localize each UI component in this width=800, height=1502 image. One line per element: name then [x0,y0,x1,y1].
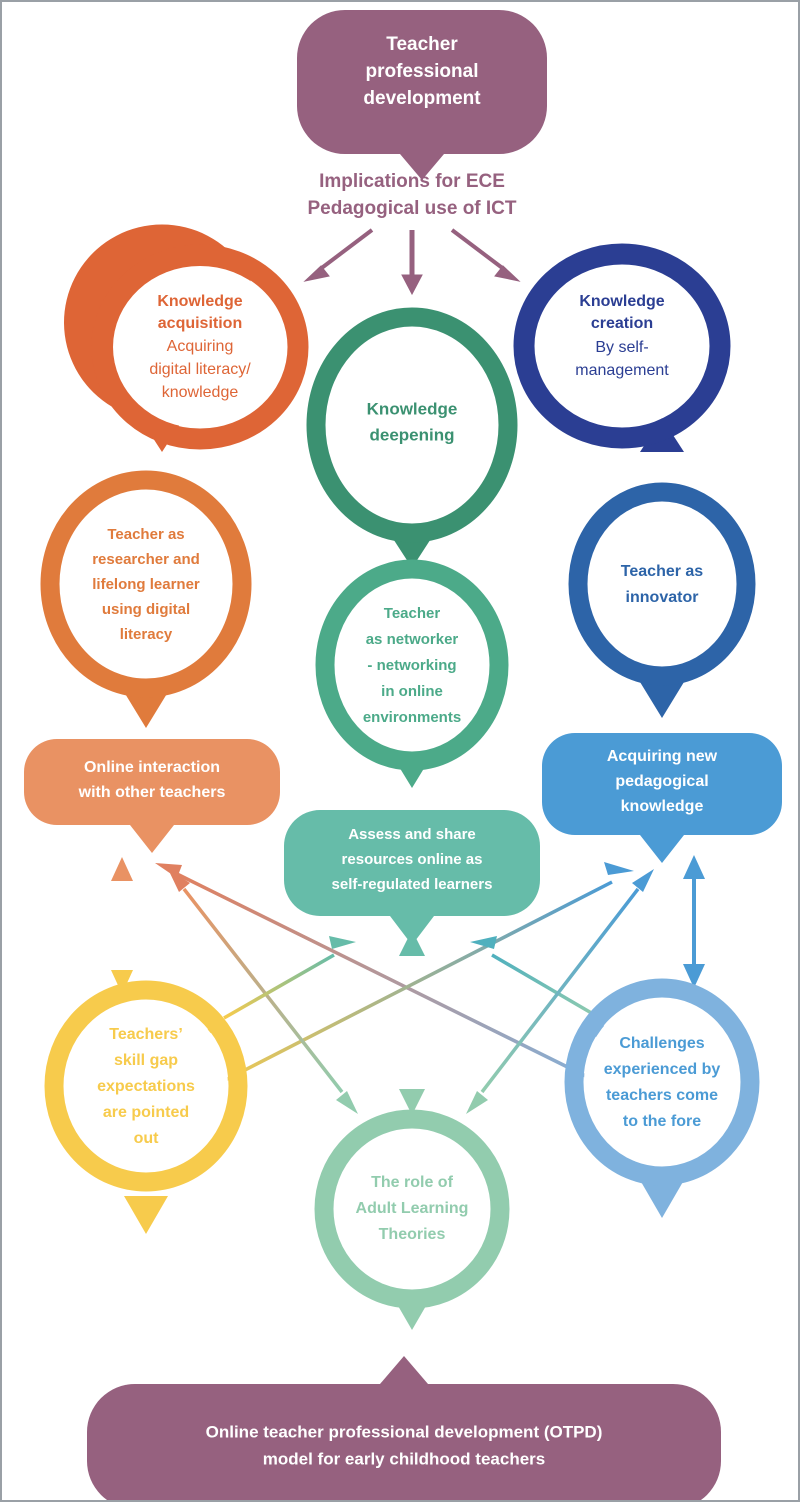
as-line-1: Assess and share [348,826,476,843]
node-teacher-as-networker[interactable]: Teacher as networker - networking in onl… [315,559,509,788]
node-teachers-skill-gap[interactable]: Teachers’ skill gap expectations are poi… [44,980,248,1234]
sg-line-2: skill gap [114,1052,178,1069]
arrow-acquiring-adultlearning [466,869,654,1114]
subtitle-implications-for-ece: Implications for ECE Pedagogical use of … [307,171,516,219]
top-line-2: professional [366,61,479,82]
arrow-online-interaction-skillgap [111,857,133,994]
arrow-acquiring-challenges [683,855,705,988]
banner-line-1: Online teacher professional development … [206,1422,603,1441]
top-line-1: Teacher [386,34,458,55]
ch-line-4: to the fore [623,1113,701,1130]
ka-bold-1: Knowledge [157,293,242,310]
sg-line-5: out [134,1130,160,1147]
node-online-interaction[interactable]: Online interaction with other teachers [24,739,280,853]
oi-line-1: Online interaction [84,759,220,776]
tr-line-2: researcher and [92,551,200,568]
kd-bold-1: Knowledge [367,399,458,418]
al-line-2: Adult Learning [356,1200,469,1217]
node-knowledge-acquisition[interactable]: Knowledge acquisition Acquiring digital … [63,224,309,452]
sg-line-3: expectations [97,1078,195,1095]
node-teacher-as-researcher[interactable]: Teacher as researcher and lifelong learn… [40,470,252,728]
sg-line-4: are pointed [103,1104,189,1121]
tn-line-5: environments [363,709,461,726]
node-teacher-professional-development[interactable]: Teacher professional development [297,10,547,180]
tn-line-2: as networker [366,631,459,648]
ka-bold-2: acquisition [158,315,242,332]
tn-line-1: Teacher [384,605,441,622]
mauve-spread-arrows [303,228,521,296]
ka-reg-1: Acquiring [167,338,234,355]
node-teacher-as-innovator[interactable]: Teacher as innovator [568,482,756,718]
oi-line-2: with other teachers [78,784,226,801]
al-line-1: The role of [371,1174,453,1191]
arrow-online-interaction-adultlearning [168,869,358,1114]
subtitle-line-1: Implications for ECE [319,171,505,192]
tr-line-3: lifelong learner [92,576,200,593]
tr-line-5: literacy [120,626,173,643]
node-knowledge-creation[interactable]: Knowledge creation By self- management [513,243,731,452]
subtitle-line-2: Pedagogical use of ICT [307,198,516,219]
ti-line-1: Teacher as [621,563,704,580]
node-challenges-experienced[interactable]: Challenges experienced by teachers come … [564,978,760,1218]
node-otpd-model-banner[interactable]: Online teacher professional development … [87,1356,721,1502]
ch-line-3: teachers come [606,1087,718,1104]
kc-bold-2: creation [591,315,653,332]
al-line-3: Theories [379,1226,446,1243]
ch-line-2: experienced by [604,1061,721,1078]
node-acquiring-new-pedagogical-knowledge[interactable]: Acquiring new pedagogical knowledge [542,733,782,863]
ka-reg-2: digital literacy/ [149,361,251,378]
ap-line-1: Acquiring new [607,748,718,765]
tr-line-4: using digital [102,601,190,618]
node-adult-learning-theories[interactable]: The role of Adult Learning Theories [314,1109,510,1330]
ti-line-2: innovator [626,589,699,606]
ch-line-1: Challenges [619,1035,704,1052]
top-line-3: development [363,88,481,109]
kc-reg-2: management [575,362,669,379]
arrow-assess-adultlearning [399,930,425,1115]
tn-line-3: - networking [367,657,456,674]
ap-line-3: knowledge [621,798,704,815]
tr-line-1: Teacher as [107,526,184,543]
banner-line-2: model for early childhood teachers [263,1449,545,1468]
kc-reg-1: By self- [595,339,648,356]
node-knowledge-deepening[interactable]: Knowledge deepening [306,307,518,568]
kc-bold-1: Knowledge [579,293,664,310]
kd-bold-2: deepening [369,425,454,444]
as-line-2: resources online as [342,851,483,868]
ap-line-2: pedagogical [615,773,708,790]
ka-reg-3: knowledge [162,384,239,401]
tn-line-4: in online [381,683,443,700]
sg-line-1: Teachers’ [109,1026,183,1043]
as-line-3: self-regulated learners [332,876,493,893]
node-assess-and-share[interactable]: Assess and share resources online as sel… [284,810,540,945]
